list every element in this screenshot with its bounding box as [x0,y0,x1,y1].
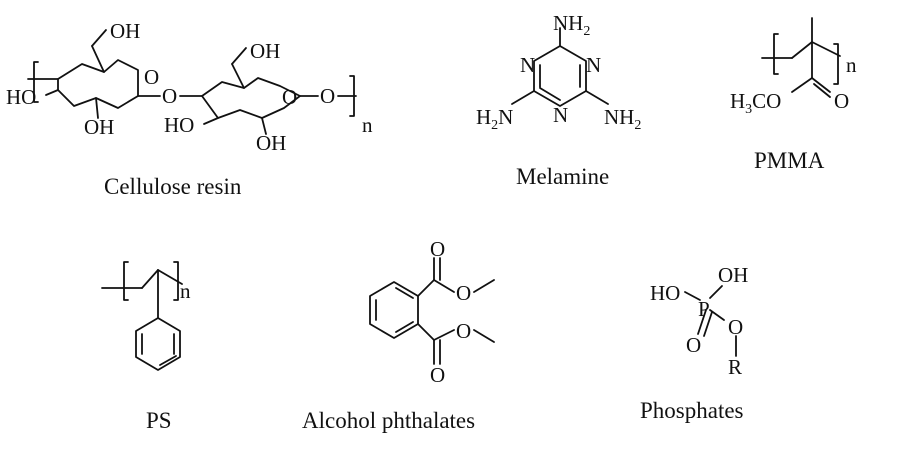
ps-caption: PS [146,408,172,433]
cellulose-ho-mid: HO [164,113,194,137]
phosphates-ho: HO [650,281,680,305]
melamine-n-right: N [586,53,601,77]
phosphates-oh: OH [718,263,748,287]
phosphates-o-ester: O [728,315,743,339]
cellulose-left-bracket [33,61,39,103]
melamine-n-bottom: N [553,103,568,127]
melamine-caption: Melamine [516,164,609,189]
ps-phenyl-ring [135,317,181,371]
phthalates-o-bottom-ester: O [456,319,471,343]
cellulose-structure: OH O HO OH O OH O HO OH O n Cellulose re… [6,19,373,199]
phthalates-o-bottom-carbonyl: O [430,363,445,387]
pmma-caption: PMMA [754,148,825,173]
pmma-h3co: H3CO [730,89,781,117]
phthalates-benzene-ring [369,281,419,339]
phthalates-structure: O O O O Alcohol phthalates [302,237,495,433]
melamine-n-left: N [520,53,535,77]
melamine-structure: NH2 N N N H2N NH2 Melamine [476,11,641,189]
pmma-structure: n H3CO O PMMA [730,17,857,173]
ps-repeat-n: n [180,279,191,303]
phosphates-caption: Phosphates [640,398,744,423]
cellulose-o-end: O [320,84,335,108]
cellulose-oh-bottom-1: OH [84,115,114,139]
phosphates-structure: HO OH P O O R Phosphates [640,263,748,423]
cellulose-oh-bottom-2: OH [256,131,286,155]
phosphates-o-double: O [686,333,701,357]
phosphates-p: P [698,297,710,321]
pmma-repeat-n: n [846,53,857,77]
melamine-nh2-left: H2N [476,105,513,133]
cellulose-repeat-n: n [362,113,373,137]
cellulose-right-bracket [349,75,355,117]
pmma-o-carbonyl: O [834,89,849,113]
cellulose-o-ring-2: O [282,85,297,109]
cellulose-o-bridge: O [162,84,177,108]
phosphates-r: R [728,355,742,379]
melamine-nh2-right: NH2 [604,105,641,133]
phthalates-o-top-ester: O [456,281,471,305]
ps-structure: n PS [101,261,191,433]
pmma-left-bracket [773,33,779,75]
cellulose-caption: Cellulose resin [104,174,242,199]
cellulose-ho-left: HO [6,85,36,109]
cellulose-o-ring-1: O [144,65,159,89]
ps-right-bracket [173,261,179,301]
phthalates-caption: Alcohol phthalates [302,408,475,433]
cellulose-oh-top-1: OH [110,19,140,43]
melamine-nh2-top: NH2 [553,11,590,39]
ps-left-bracket [123,261,129,301]
pmma-right-bracket [833,43,839,85]
cellulose-oh-top-2: OH [250,39,280,63]
phthalates-o-top-carbonyl: O [430,237,445,261]
